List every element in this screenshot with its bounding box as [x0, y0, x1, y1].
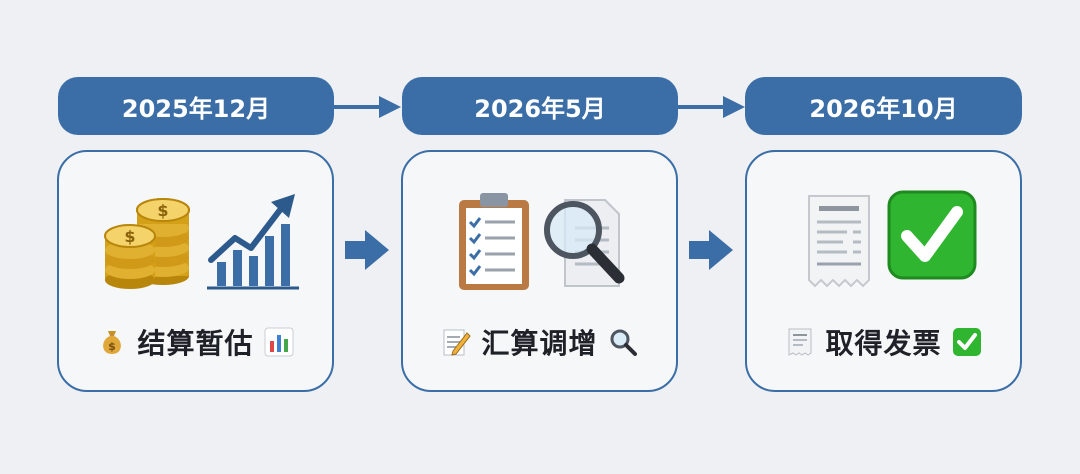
growth-chart-icon: [207, 194, 299, 290]
svg-text:$: $: [124, 227, 135, 246]
top-arrow-2-icon: [677, 96, 745, 118]
clipboard-checklist-icon: [459, 193, 529, 290]
svg-text:$: $: [109, 340, 117, 353]
stage-2-label: 汇算调增: [481, 327, 598, 360]
mid-arrow-2-icon: [689, 230, 733, 270]
money-bag-icon: $: [97, 327, 127, 357]
stage-3-card: 取得发票: [745, 150, 1022, 392]
stage-2-card: 汇算调增: [401, 150, 678, 392]
stage-3-date: 2026年10月: [745, 77, 1022, 135]
stage-3-label: 取得发票: [825, 327, 942, 360]
stage-3-label-row: 取得发票: [747, 320, 1020, 364]
stage-2-label-row: 汇算调增: [403, 320, 676, 364]
coins-icon: $ $: [104, 198, 190, 289]
stage-1-card: $ $: [57, 150, 334, 392]
receipt-icon: [808, 195, 870, 288]
stage-2-date: 2026年5月: [402, 77, 678, 135]
magnifier-document-icon: [544, 199, 625, 287]
stage-1-label-row: $ 结算暂估: [59, 320, 332, 364]
stage-1-label: 结算暂估: [137, 327, 254, 360]
stage-1-date: 2025年12月: [58, 77, 334, 135]
mid-arrow-1-icon: [345, 230, 389, 270]
bar-chart-icon: [264, 327, 294, 357]
check-mark-small-icon: [952, 327, 982, 357]
magnifier-icon: [608, 327, 638, 357]
memo-icon: [441, 327, 472, 357]
top-arrow-1-icon: [333, 96, 401, 118]
svg-text:$: $: [157, 201, 168, 220]
receipt-small-icon: [785, 327, 815, 357]
check-mark-icon: [887, 190, 977, 280]
